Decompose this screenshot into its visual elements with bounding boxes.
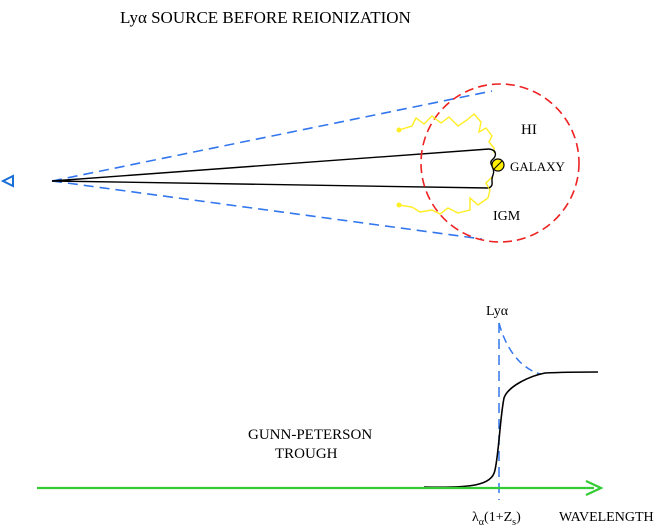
- trough-label-line1: GUNN-PETERSON: [248, 427, 372, 443]
- wavelength-axis-arrowhead: [585, 480, 604, 496]
- hi-halo-circle: [420, 83, 580, 243]
- hi-label: HI: [521, 122, 537, 138]
- lambda-subscript: α: [479, 517, 485, 528]
- ionized-path-upper: [398, 113, 495, 153]
- sightline-lower-solid: [51, 180, 490, 189]
- intrinsic-emission-profile: [498, 322, 542, 375]
- trough-label-line2: TROUGH: [275, 446, 338, 462]
- redshift-subscript: s: [512, 517, 516, 528]
- ionized-path-lower: [398, 175, 494, 215]
- ionized-path-lower-dot: [396, 202, 402, 208]
- lambda-symbol: λ: [472, 510, 479, 525]
- lya-label: Lyα: [486, 304, 509, 319]
- sightline-upper-dashed: [51, 90, 493, 182]
- igm-label: IGM: [493, 209, 521, 224]
- observed-spectrum: [423, 371, 599, 488]
- wavelength-label: WAVELENGTH: [559, 510, 654, 525]
- diagram-title: Lyα SOURCE BEFORE REIONIZATION: [120, 8, 411, 27]
- galaxy-label: GALAXY: [510, 159, 565, 174]
- galaxy-icon-slash: [493, 160, 503, 170]
- sightline-upper-solid: [51, 148, 490, 182]
- observer-icon: [0, 174, 14, 188]
- lambda-redshift-label: λα(1+Zs): [472, 510, 521, 528]
- sightline-lower-dashed: [51, 180, 483, 240]
- lambda-factor: (1+Z: [484, 510, 512, 525]
- lambda-close: ): [516, 510, 521, 525]
- ionized-path-upper-dot: [396, 127, 402, 133]
